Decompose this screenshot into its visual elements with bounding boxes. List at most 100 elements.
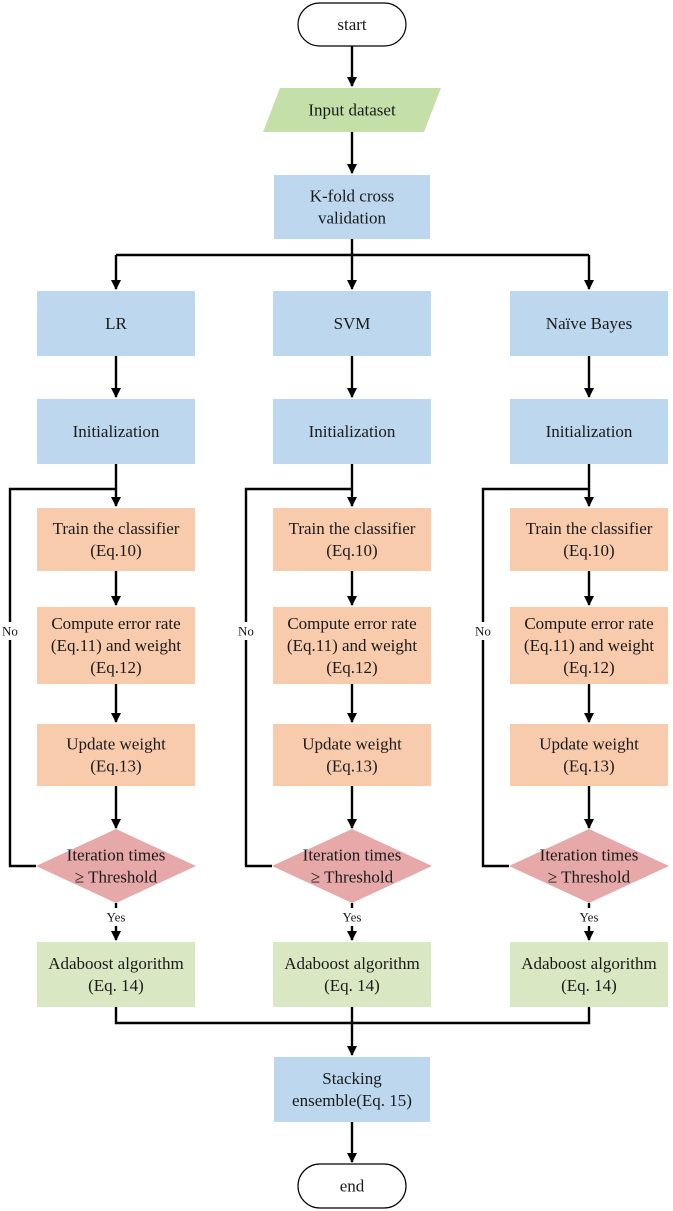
decision-lr-node xyxy=(36,829,196,903)
stacking-node-line-1: Stacking xyxy=(322,1069,382,1088)
init-naive-bayes-node-text: Initialization xyxy=(546,422,633,441)
decision-naive-bayes-node-line-1: Iteration times xyxy=(540,846,639,865)
edge-lr-no-loop xyxy=(8,487,116,868)
edge-svm-no-loop xyxy=(244,487,352,868)
init-lr-node-line-1: Initialization xyxy=(73,422,160,441)
input-dataset-node-shape xyxy=(263,88,441,132)
train-lr-node-text: Train the classifier (Eq.10) xyxy=(53,519,180,560)
adaboost-svm-node-line-1: Adaboost algorithm xyxy=(284,954,420,973)
decision-naive-bayes-node-text: Iteration times ≥ Threshold xyxy=(540,846,639,887)
kfold-node-line-2: validation xyxy=(318,209,386,228)
adaboost-naive-bayes-node-line-1: Adaboost algorithm xyxy=(521,954,657,973)
classifier-svm-node-text: SVM xyxy=(334,314,371,333)
error-svm-node-line-2: (Eq.11) and weight xyxy=(287,636,417,655)
decision-svm-node-shape xyxy=(272,829,432,903)
init-naive-bayes-node xyxy=(510,399,668,464)
yes-label-lr: Yes xyxy=(107,910,126,925)
init-lr-node xyxy=(37,399,195,464)
stacking-node-shape xyxy=(274,1057,430,1122)
error-svm-node-text: Compute error rate(Eq.11) and weight(Eq.… xyxy=(287,614,417,677)
train-naive-bayes-node xyxy=(510,508,668,571)
update-svm-node-shape xyxy=(273,724,431,786)
train-lr-node-line-2: (Eq.10) xyxy=(90,541,141,560)
adaboost-lr-node-line-2: (Eq. 14) xyxy=(88,976,144,995)
classifier-lr-node-text: LR xyxy=(105,314,127,333)
decision-svm-node-text: Iteration times≥ Threshold xyxy=(303,846,402,887)
decision-naive-bayes-node-line-2: ≥ Threshold xyxy=(548,868,631,887)
train-lr-node-shape xyxy=(37,508,195,571)
error-naive-bayes-node xyxy=(510,607,668,684)
update-svm-node-text: Update weight(Eq.13) xyxy=(302,735,402,776)
kfold-node-shape xyxy=(274,175,430,239)
classifier-naive-bayes-node-shape xyxy=(510,291,668,356)
error-lr-node-shape xyxy=(37,607,195,684)
train-naive-bayes-node-line-1: Train the classifier xyxy=(526,519,653,538)
error-naive-bayes-node-line-2: (Eq.11) and weight xyxy=(524,636,654,655)
start-terminal-shape xyxy=(297,2,407,47)
update-svm-node-line-2: (Eq.13) xyxy=(326,757,377,776)
update-naive-bayes-node-line-2: (Eq.13) xyxy=(563,757,614,776)
train-svm-node-line-1: Train the classifier xyxy=(289,519,416,538)
input-dataset-node-text: Input dataset xyxy=(308,101,396,120)
train-svm-node xyxy=(273,508,431,571)
train-svm-node-text: Train the classifier (Eq.10) xyxy=(289,519,416,560)
error-naive-bayes-node-line-3: (Eq.12) xyxy=(563,658,614,677)
adaboost-svm-node-text: Adaboost algorithm (Eq. 14) xyxy=(284,954,420,995)
classifier-svm-node-shape xyxy=(273,291,431,356)
stacking-node-line-2: ensemble(Eq. 15) xyxy=(292,1091,412,1110)
adaboost-lr-node-line-1: Adaboost algorithm xyxy=(48,954,184,973)
no-label-lr: No xyxy=(2,624,18,639)
update-lr-node-line-1: Update weight xyxy=(66,735,166,754)
decision-lr-node-line-1: Iteration times xyxy=(67,846,166,865)
yes-label-svm-bg xyxy=(337,908,367,926)
update-lr-node-line-2: (Eq.13) xyxy=(90,757,141,776)
adaboost-naive-bayes-node-line-2: (Eq. 14) xyxy=(561,976,617,995)
adaboost-svm-node-line-2: (Eq. 14) xyxy=(324,976,380,995)
classifier-svm-node xyxy=(273,291,431,356)
adaboost-lr-node-text: Adaboost algorithm (Eq. 14) xyxy=(48,954,184,995)
decision-lr-node-text: Iteration times ≥ Threshold xyxy=(67,846,166,887)
error-naive-bayes-node-text: Compute error rate (Eq.11) and weight (Eq.… xyxy=(524,614,654,677)
update-lr-node-text: Update weight (Eq.13) xyxy=(66,735,166,776)
edge-naive-bayes-no-loop xyxy=(481,487,589,868)
decision-lr-node-shape xyxy=(36,829,196,903)
decision-naive-bayes-node-shape xyxy=(509,829,669,903)
input-dataset-node xyxy=(263,88,441,132)
error-naive-bayes-node-line-1: Compute error rate xyxy=(524,614,653,633)
train-lr-node-line-1: Train the classifier xyxy=(53,519,180,538)
train-naive-bayes-node-text: Train the classifier(Eq.10) xyxy=(526,519,653,560)
adaboost-lr-node-shape xyxy=(37,942,195,1007)
error-svm-node-line-1: Compute error rate xyxy=(287,614,416,633)
error-svm-node xyxy=(273,607,431,684)
init-svm-node-shape xyxy=(273,399,431,464)
classifier-naive-bayes-node-text: Naïve Bayes xyxy=(546,314,632,333)
update-svm-node xyxy=(273,724,431,786)
end-terminal-shape xyxy=(297,1163,407,1209)
no-label-svm-bg xyxy=(235,622,257,640)
kfold-node xyxy=(274,175,430,239)
train-lr-node xyxy=(37,508,195,571)
train-svm-node-line-2: (Eq.10) xyxy=(326,541,377,560)
adaboost-svm-node xyxy=(273,942,431,1007)
update-naive-bayes-node-shape xyxy=(510,724,668,786)
yes-label-lr-bg xyxy=(101,908,131,926)
kfold-node-line-1: K-fold cross xyxy=(310,187,395,206)
classifier-naive-bayes-node-line-1: Naïve Bayes xyxy=(546,314,632,333)
classifier-lr-node-line-1: LR xyxy=(105,314,127,333)
error-lr-node xyxy=(37,607,195,684)
yes-label-naive-bayes: Yes xyxy=(580,910,599,925)
error-naive-bayes-node-shape xyxy=(510,607,668,684)
no-label-lr-bg xyxy=(0,622,21,640)
error-svm-node-shape xyxy=(273,607,431,684)
decision-svm-node xyxy=(272,829,432,903)
classifier-lr-node-shape xyxy=(37,291,195,356)
train-svm-node-shape xyxy=(273,508,431,571)
start-terminal-text: start xyxy=(337,15,367,34)
update-lr-node xyxy=(37,724,195,786)
yes-label-naive-bayes-bg xyxy=(574,908,604,926)
adaboost-naive-bayes-node xyxy=(510,942,668,1007)
decision-lr-node-line-2: ≥ Threshold xyxy=(75,868,158,887)
no-label-naive-bayes-bg xyxy=(472,622,494,640)
